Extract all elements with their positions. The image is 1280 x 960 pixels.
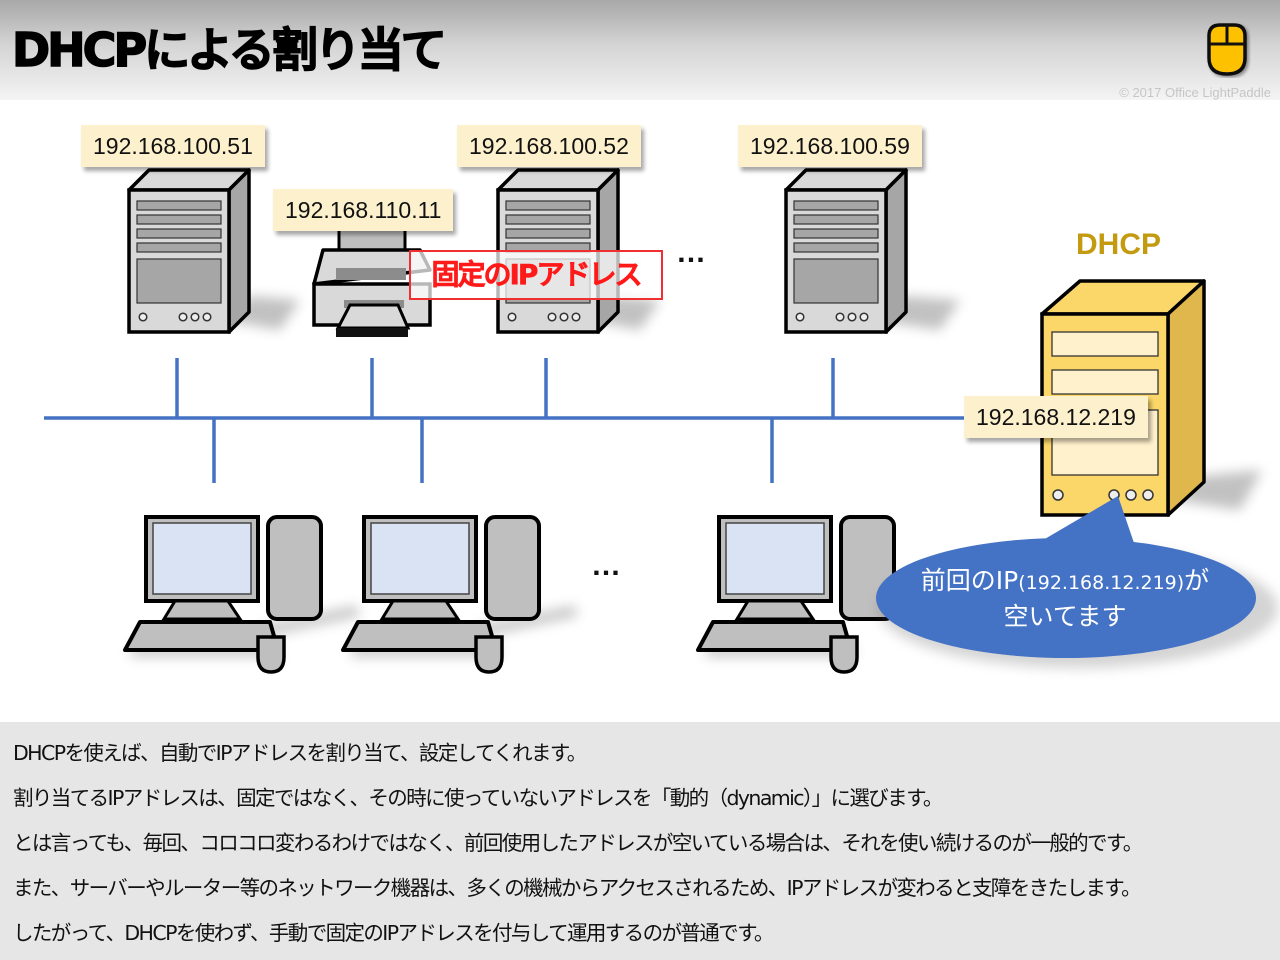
- bubble-line1-ip: (192.168.12.219): [1018, 572, 1185, 594]
- bubble-line1-prefix: 前回のIP: [920, 566, 1019, 595]
- speech-bubble-text: 前回のIP(192.168.12.219)が 空いてます: [880, 564, 1250, 634]
- bubble-line2: 空いてます: [1003, 602, 1127, 631]
- dhcp-ip-label: 192.168.12.219: [964, 396, 1148, 438]
- dhcp-server-title: DHCP: [1076, 228, 1162, 261]
- description-line: DHCPを使えば、自動でIPアドレスを割り当て、設定してくれます。: [13, 741, 587, 765]
- bubble-line1-suffix: が: [1184, 566, 1210, 595]
- server-icon: [784, 168, 908, 404]
- description-line: 割り当てるIPアドレスは、固定ではなく、その時に使っていないアドレスを「動的（d…: [13, 786, 943, 810]
- page-title: DHCPによる割り当て: [11, 22, 447, 78]
- server-icon: [127, 168, 251, 404]
- pc-icon: [696, 515, 896, 674]
- ip-label: 192.168.100.52: [457, 125, 641, 167]
- copyright-text: © 2017 Office LightPaddle: [1119, 85, 1271, 100]
- pc-icon: [123, 515, 323, 674]
- header-bar: DHCPによる割り当て © 2017 Office LightPaddle: [0, 0, 1280, 100]
- printer-icon: [312, 226, 432, 337]
- more-clients-ellipsis: …: [591, 549, 625, 582]
- description-line: また、サーバーやルーター等のネットワーク機器は、多くの機械からアクセスされるため…: [13, 876, 1142, 900]
- pc-icon: [341, 515, 541, 674]
- description-line: したがって、DHCPを使わず、手動で固定のIPアドレスを付与して運用するのが普通…: [13, 921, 774, 945]
- mouse-icon: [1207, 23, 1247, 76]
- speech-bubble: [876, 496, 1278, 668]
- network-diagram: [44, 168, 1278, 674]
- ip-label: 192.168.100.59: [738, 125, 922, 167]
- ip-label: 192.168.100.51: [81, 125, 265, 167]
- description-line: とは言っても、毎回、コロコロ変わるわけではなく、前回使用したアドレスが空いている…: [13, 831, 1143, 855]
- description-panel: DHCPを使えば、自動でIPアドレスを割り当て、設定してくれます。 割り当てるI…: [0, 722, 1280, 960]
- network-bus: [44, 358, 970, 483]
- more-servers-ellipsis: …: [676, 236, 710, 269]
- ip-label: 192.168.110.11: [273, 189, 454, 231]
- fixed-ip-annotation: 固定のIPアドレス: [409, 250, 663, 300]
